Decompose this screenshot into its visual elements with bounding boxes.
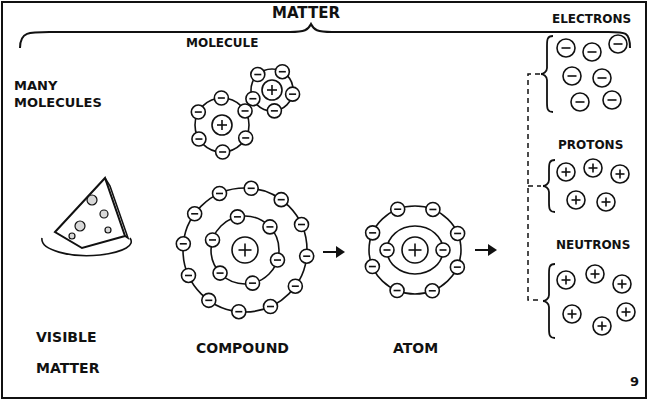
negative-particle xyxy=(593,69,611,87)
group-brace xyxy=(541,36,553,112)
part-label: ELECTRONS xyxy=(552,12,631,26)
negative-particle xyxy=(390,284,404,298)
negative-particle xyxy=(181,268,195,282)
positive-particle xyxy=(611,165,629,183)
negative-particle xyxy=(391,202,405,216)
part-label: MANY MOLECULES xyxy=(14,78,124,112)
negative-particle xyxy=(213,266,227,280)
negative-particle xyxy=(216,145,230,159)
page-number: 9 xyxy=(630,374,639,390)
negative-particle xyxy=(188,207,202,221)
part-label: VISIBLE MATTER xyxy=(36,322,131,384)
negative-particle xyxy=(246,92,260,106)
positive-particle xyxy=(617,303,635,321)
negative-particle xyxy=(286,87,300,101)
negative-particle xyxy=(263,300,277,314)
negative-particle xyxy=(206,233,220,247)
negative-particle xyxy=(571,93,589,111)
negative-particle xyxy=(213,186,227,200)
negative-particle xyxy=(609,35,627,53)
negative-particle xyxy=(366,226,380,240)
negative-particle xyxy=(238,104,252,118)
negative-particle xyxy=(300,249,314,263)
negative-particle xyxy=(365,260,379,274)
negative-particle xyxy=(202,293,216,307)
negative-particle xyxy=(251,68,265,82)
positive-particle xyxy=(262,80,282,100)
atom-figure xyxy=(191,91,252,159)
negative-particle xyxy=(557,39,575,57)
positive-particle xyxy=(584,159,602,177)
negative-particle xyxy=(263,220,277,234)
negative-particle xyxy=(450,260,464,274)
negative-particle xyxy=(239,131,253,145)
negative-particle xyxy=(275,65,289,79)
negative-particle xyxy=(603,91,621,109)
positive-particle xyxy=(557,163,575,181)
part-label: PROTONS xyxy=(558,138,623,152)
negative-particle xyxy=(232,305,246,319)
positive-particle xyxy=(597,193,615,211)
negative-particle xyxy=(230,210,244,224)
part-label: NEUTRONS xyxy=(556,238,630,252)
part-label: MOLECULE xyxy=(186,36,258,50)
negative-particle xyxy=(295,218,309,232)
negative-particle xyxy=(214,91,228,105)
negative-particle xyxy=(176,237,190,251)
part-label: COMPOUND xyxy=(196,340,289,357)
negative-particle xyxy=(244,181,258,195)
title: MATTER xyxy=(272,4,340,22)
positive-particle xyxy=(212,115,232,135)
positive-particle xyxy=(563,305,581,323)
negative-particle xyxy=(288,279,302,293)
negative-particle xyxy=(192,132,206,146)
top-brace xyxy=(20,24,630,48)
negative-particle xyxy=(270,253,284,267)
positive-particle xyxy=(613,275,631,293)
negative-particle xyxy=(563,67,581,85)
negative-particle xyxy=(426,202,440,216)
negative-particle xyxy=(583,43,601,61)
dashed-bracket xyxy=(528,74,541,300)
atom-figure xyxy=(246,65,300,118)
atom-figure xyxy=(176,181,313,318)
frame xyxy=(2,2,646,398)
positive-particle xyxy=(557,271,575,289)
positive-particle xyxy=(232,237,258,263)
flow-arrow xyxy=(323,246,345,258)
negative-particle xyxy=(380,243,394,257)
negative-particle xyxy=(425,284,439,298)
positive-particle xyxy=(593,317,611,335)
cheese-wedge xyxy=(42,178,131,256)
atom-figure xyxy=(365,202,464,298)
negative-particle xyxy=(451,226,465,240)
negative-particle xyxy=(246,276,260,290)
positive-particle xyxy=(586,265,604,283)
group-brace xyxy=(543,160,555,212)
negative-particle xyxy=(267,104,281,118)
group-brace xyxy=(543,264,555,338)
negative-particle xyxy=(191,105,205,119)
part-label: ATOM xyxy=(393,340,438,357)
negative-particle xyxy=(274,193,288,207)
positive-particle xyxy=(567,191,585,209)
negative-particle xyxy=(436,243,450,257)
positive-particle xyxy=(402,237,428,263)
flow-arrow xyxy=(475,244,497,256)
